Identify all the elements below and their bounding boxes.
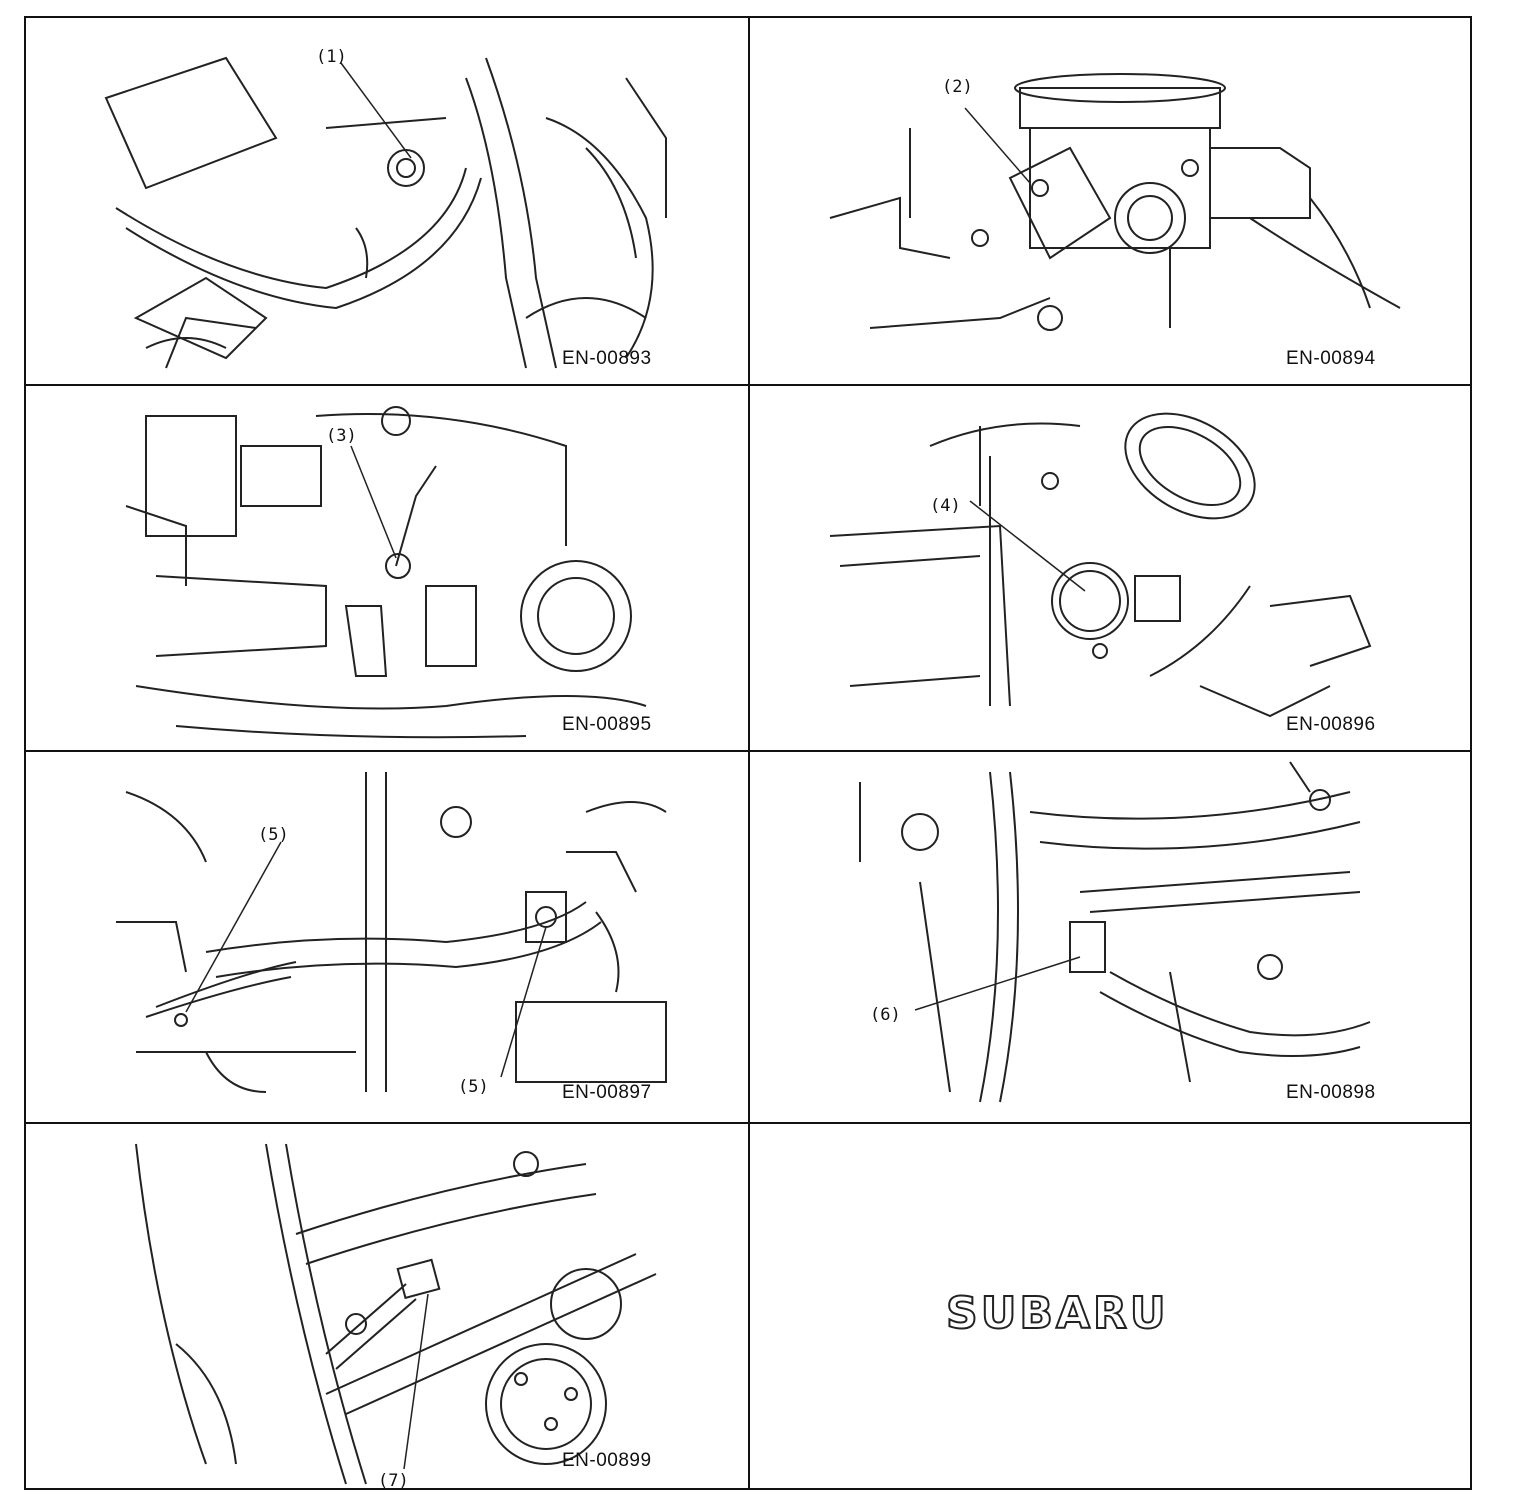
engine-illustration-7: (7) (135, 1143, 657, 1488)
callout-5a: (5) (258, 825, 289, 845)
grid-divider-row2 (26, 750, 1470, 752)
panel-en-00894: (2) EN-00894 (750, 18, 1470, 382)
grid-divider-vertical (748, 18, 750, 1488)
engine-illustration-3: (3) (125, 406, 647, 739)
callout-5b: (5) (458, 1077, 489, 1097)
panel-en-00899: (7) EN-00899 (26, 1124, 746, 1488)
panel-en-00897: (5) (5) EN-00897 (26, 752, 746, 1120)
figure-code: EN-00894 (1286, 348, 1376, 369)
diagram-grid (24, 16, 1472, 1490)
panel-en-00893: (1) EN-00893 (26, 18, 746, 382)
figure-code: EN-00893 (562, 348, 652, 369)
figure-code: EN-00899 (562, 1450, 652, 1471)
figure-code: EN-00896 (1286, 714, 1376, 735)
panel-en-00898: (6) EN-00898 (750, 752, 1470, 1120)
grid-divider-row3 (26, 1122, 1470, 1124)
panel-en-00895: (3) EN-00895 (26, 386, 746, 750)
callout-3: (3) (326, 426, 357, 446)
grid-divider-row1 (26, 384, 1470, 386)
callout-1: (1) (316, 47, 347, 67)
engine-illustration-2: (2) (829, 73, 1401, 331)
figure-code: EN-00895 (562, 714, 652, 735)
callout-7: (7) (378, 1471, 409, 1488)
engine-illustration-1: (1) (104, 47, 667, 369)
callout-4: (4) (930, 496, 961, 516)
figure-code: EN-00897 (562, 1082, 652, 1103)
subaru-logo: SUBARU (945, 1287, 1169, 1340)
callout-6: (6) (870, 1005, 901, 1025)
engine-illustration-5: (5) (5) (116, 772, 667, 1097)
figure-code: EN-00898 (1286, 1082, 1376, 1103)
callout-2: (2) (942, 77, 973, 97)
engine-illustration-6: (6) (859, 761, 1371, 1103)
engine-illustration-4: (4) (829, 412, 1372, 718)
panel-en-00896: (4) EN-00896 (750, 386, 1470, 750)
